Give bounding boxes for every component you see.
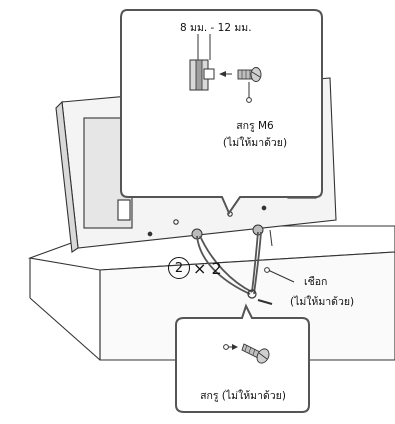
m6-screw-icon [237, 67, 262, 82]
rope [191, 224, 273, 299]
m6-screw-label: สกรู M6 [236, 120, 274, 132]
wood-screw-icon [241, 343, 270, 364]
part-count-badge: 2 × 2 [168, 254, 224, 282]
rope-note: (ไม่ให้มาด้วย) [290, 296, 355, 308]
callout-top [120, 9, 323, 216]
rope-label: เชือก [304, 276, 328, 288]
callout-bottom [175, 303, 310, 413]
dimension-label: 8 มม. - 12 มม. [180, 22, 252, 34]
part-multiplier: × 2 [193, 258, 222, 278]
wood-screw-label: สกรู (ไม่ให้มาด้วย) [200, 390, 286, 402]
part-number: 2 [168, 257, 190, 279]
m6-screw-note: (ไม่ให้มาด้วย) [222, 137, 288, 149]
wall-screw-icon [257, 299, 273, 305]
